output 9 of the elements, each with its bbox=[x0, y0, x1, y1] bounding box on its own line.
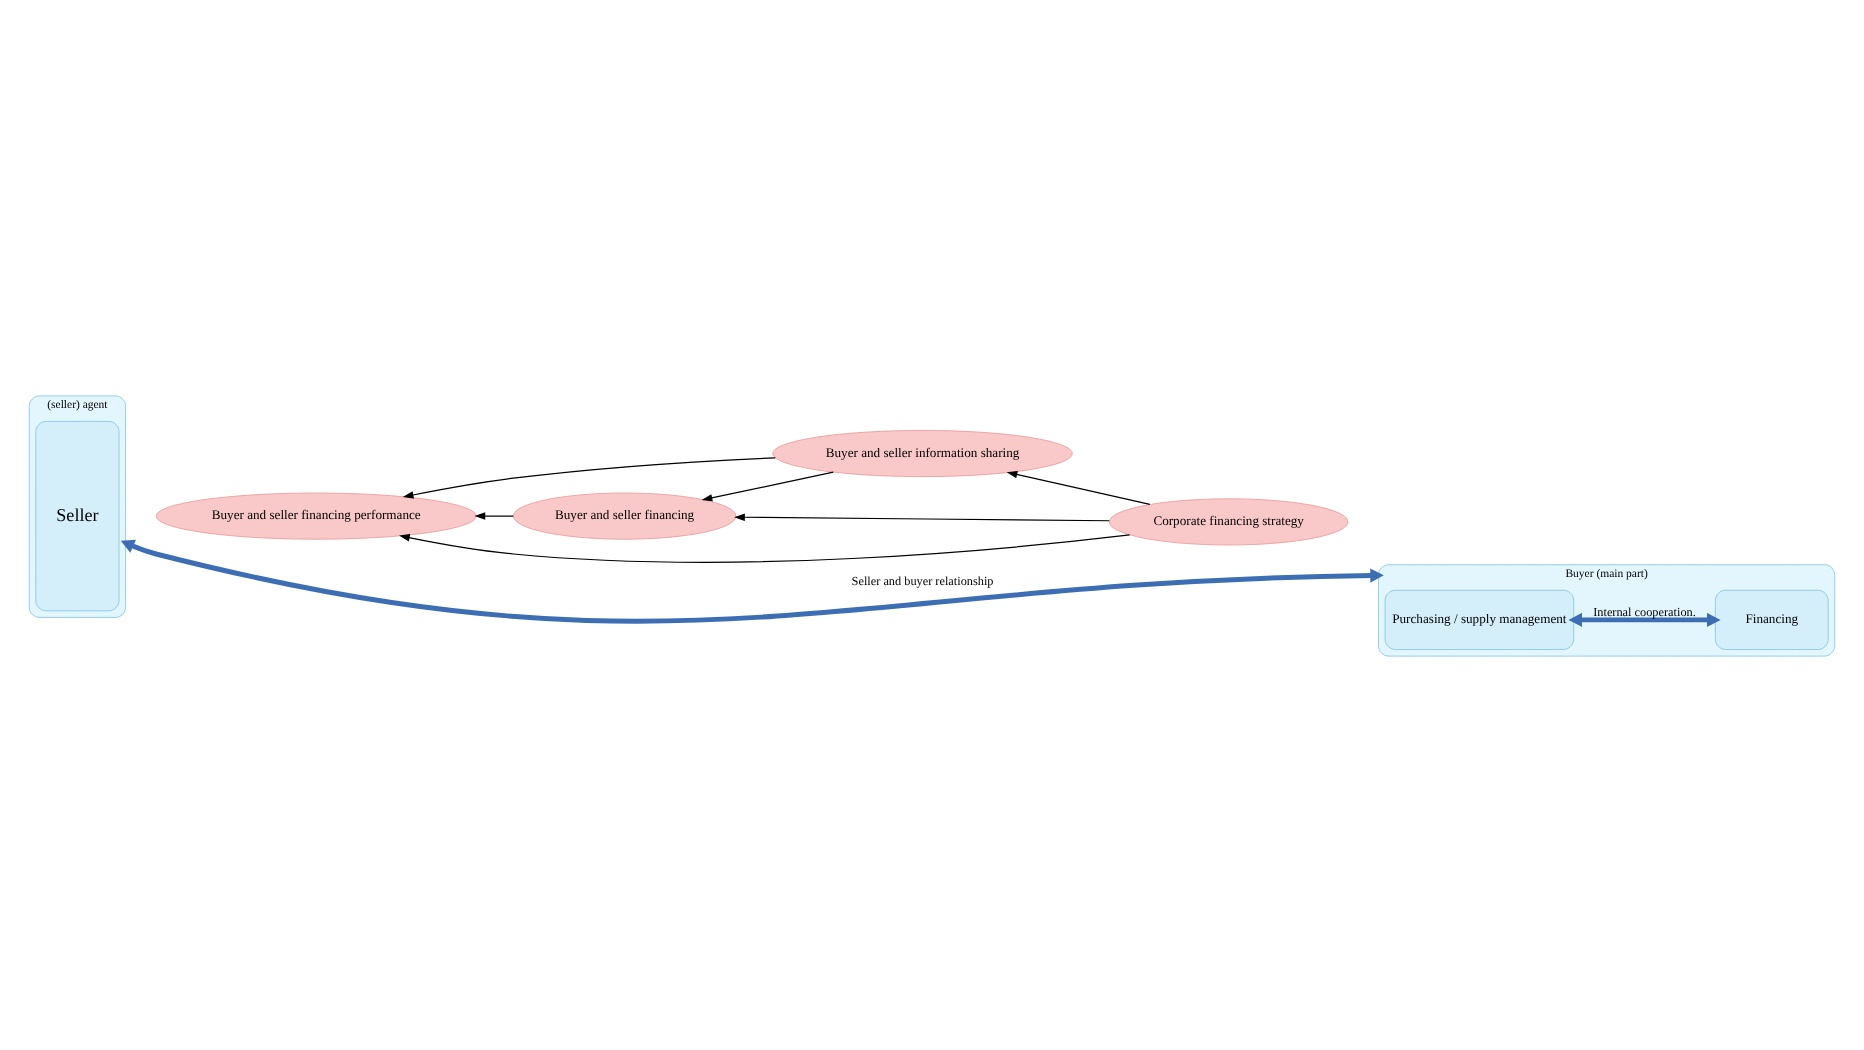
arrow bbox=[734, 512, 1110, 521]
arrow bbox=[701, 470, 834, 501]
node-box: Seller bbox=[35, 420, 120, 611]
arrow bbox=[474, 511, 514, 519]
arrow bbox=[402, 456, 776, 498]
arrow bbox=[120, 538, 1384, 623]
arrow bbox=[1006, 469, 1151, 504]
arrow bbox=[399, 533, 1131, 562]
arrow bbox=[1568, 611, 1721, 626]
